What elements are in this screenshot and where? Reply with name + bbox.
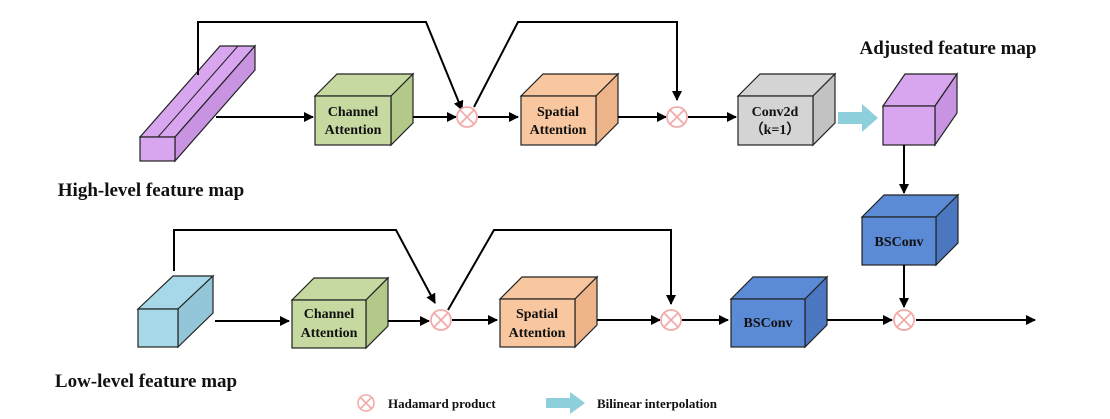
- low-level-feature-map: [136, 274, 215, 349]
- skip-connection-bottom-2: [447, 229, 676, 311]
- hadamard-icon: [456, 106, 478, 128]
- hadamard-icon: [666, 106, 688, 128]
- skip-connection-bottom-1: [173, 229, 436, 304]
- top-spatial-label-2: Attention: [530, 123, 587, 138]
- conv2d-block: Conv2d （k=1）: [736, 72, 837, 147]
- bsconv-right-block: BSConv: [860, 193, 960, 267]
- adjusted-feature-map-label: Adjusted feature map: [860, 38, 1037, 59]
- top-spatial-attention-block: Spatial Attention: [519, 72, 620, 147]
- bilinear-legend-arrow: [546, 392, 585, 414]
- top-channel-label-1: Channel: [328, 105, 379, 120]
- bsconv-bottom-label: BSConv: [743, 316, 792, 331]
- legend-bilinear-label: Bilinear interpolation: [597, 396, 718, 411]
- top-channel-label-2: Attention: [325, 123, 382, 138]
- legend-hadamard-label: Hadamard product: [388, 396, 496, 411]
- bottom-channel-attention-block: Channel Attention: [290, 276, 390, 350]
- bsconv-right-label: BSConv: [874, 235, 923, 250]
- bilinear-interpolation-arrow: [838, 104, 878, 132]
- skip-connection-top-2: [473, 21, 682, 108]
- bottom-spatial-label-2: Attention: [509, 326, 566, 341]
- bottom-spatial-label-1: Spatial: [516, 307, 558, 322]
- hadamard-icon: [430, 309, 452, 331]
- bottom-channel-label-1: Channel: [304, 307, 355, 322]
- hadamard-legend-icon: [357, 394, 375, 412]
- bottom-spatial-attention-block: Spatial Attention: [498, 275, 599, 349]
- hadamard-icon: [660, 309, 682, 331]
- bsconv-bottom-block: BSConv: [729, 275, 829, 349]
- conv2d-label-2: （k=1）: [750, 122, 801, 138]
- conv2d-label-1: Conv2d: [752, 105, 799, 120]
- legend: Hadamard product Bilinear interpolation: [357, 392, 718, 414]
- low-level-feature-map-label: Low-level feature map: [55, 371, 237, 392]
- hadamard-icon: [893, 309, 915, 331]
- top-channel-attention-block: Channel Attention: [313, 72, 415, 147]
- top-spatial-label-1: Spatial: [537, 105, 579, 120]
- high-level-feature-map-label: High-level feature map: [58, 180, 244, 201]
- adjusted-feature-map: [881, 72, 959, 147]
- high-level-feature-map: [138, 44, 257, 163]
- skip-connection-top-1: [197, 21, 464, 111]
- bottom-channel-label-2: Attention: [301, 326, 358, 341]
